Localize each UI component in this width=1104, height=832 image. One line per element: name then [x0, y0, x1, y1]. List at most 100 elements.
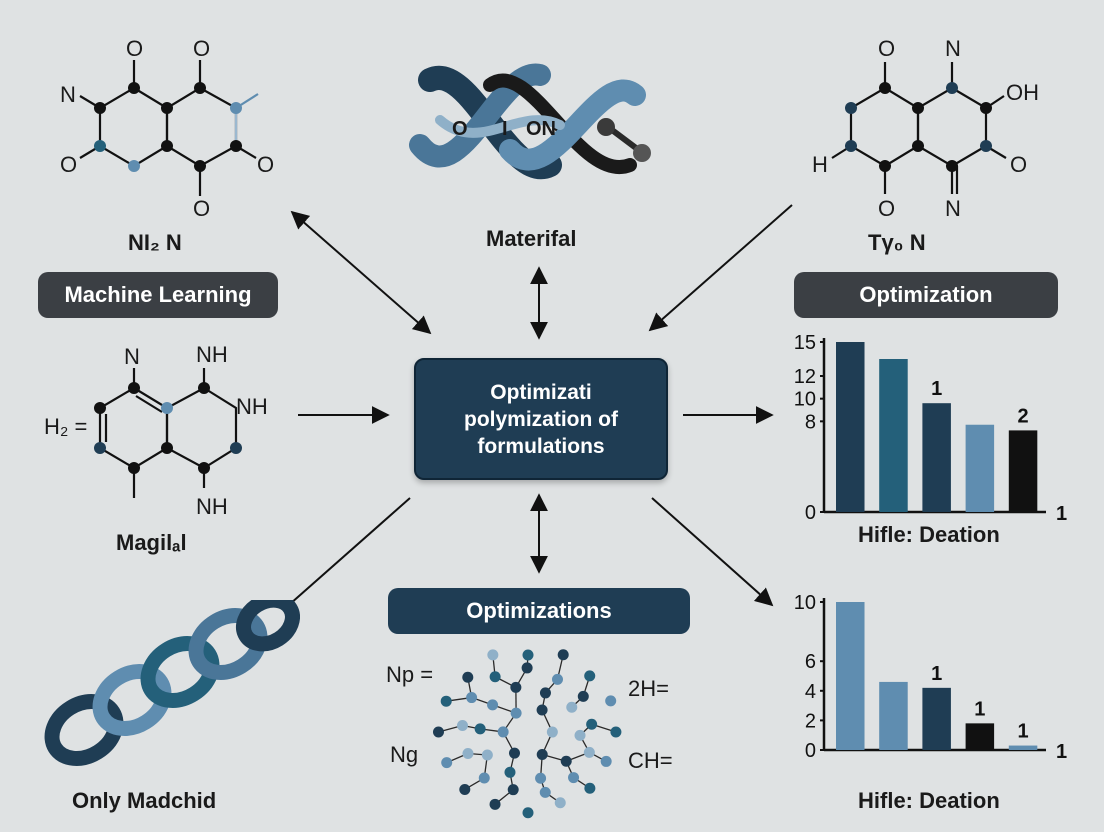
network-atom — [568, 772, 580, 784]
network-atom — [535, 772, 547, 784]
atom-label: O — [878, 36, 896, 61]
bar-data-label: 1 — [1017, 721, 1028, 743]
arrow-top-left — [290, 210, 432, 335]
network-atom — [507, 784, 519, 796]
y-tick-label: 8 — [805, 411, 816, 433]
network-atom — [560, 755, 572, 767]
axis-end-label: 1 — [1056, 741, 1067, 763]
y-tick-label: 15 — [794, 332, 816, 354]
chain-caption: Only Madchid — [72, 788, 217, 813]
axis-end-label: 1 — [1056, 503, 1067, 525]
atom-label: NH — [196, 494, 228, 519]
molecule-name-top-left: NI₂ N — [128, 230, 182, 255]
chain-illustration — [44, 600, 300, 766]
mid-left-molecule — [94, 368, 242, 498]
network-atom — [497, 726, 509, 738]
network-atom — [466, 692, 478, 704]
chart-bottom-xlabel: Hifle: Deation — [858, 788, 1000, 813]
y-tick-label: 6 — [805, 651, 816, 673]
network-atom — [574, 729, 586, 741]
network-atom — [584, 670, 596, 682]
network-atom — [577, 690, 589, 702]
network-atom — [539, 687, 551, 699]
network-atom — [487, 699, 499, 711]
bar-data-label: 1 — [974, 698, 985, 720]
machine-learning-pill: Machine Learning — [38, 272, 278, 318]
center-box-line1: Optimizati — [490, 380, 592, 404]
atom-label: O — [126, 36, 144, 61]
network-atom — [481, 749, 493, 761]
network-atom — [536, 704, 548, 716]
atom-label: O — [1010, 152, 1028, 177]
network-atom — [474, 723, 486, 735]
y-tick-label: 10 — [794, 389, 816, 411]
top-right-molecule — [831, 62, 1007, 194]
molecule-name-top-right: Tγ₀ N — [868, 230, 926, 255]
center-box-line2: polymization of — [464, 407, 618, 431]
helix-caption: Materifal — [486, 226, 577, 251]
helix-label: ON — [526, 118, 556, 140]
atom-label: O — [878, 196, 896, 221]
atom-label: H — [812, 152, 828, 177]
network-atom — [462, 671, 474, 683]
network-atom — [539, 786, 551, 798]
chart-bar — [879, 359, 908, 512]
bar-data-label: 1 — [931, 663, 942, 685]
network-atom — [432, 726, 444, 738]
chart-bar — [965, 723, 995, 750]
network-atom — [610, 726, 622, 738]
network-atom — [478, 772, 490, 784]
network-atom — [522, 649, 534, 661]
network-atom — [551, 673, 563, 685]
optimizations-pill: Optimizations — [388, 588, 690, 634]
y-tick-label: 0 — [805, 740, 816, 762]
helix-label: O — [452, 118, 468, 140]
y-tick-label: 10 — [794, 592, 816, 614]
network-atom — [510, 681, 522, 693]
atom-label: H₂ = — [44, 414, 88, 439]
network-atom — [510, 707, 522, 719]
chart-bar — [965, 424, 995, 512]
bar-data-label: 1 — [931, 378, 942, 400]
arrow-bottom-right — [651, 497, 774, 607]
network-label: Ng — [390, 742, 419, 767]
network-atom — [441, 757, 453, 769]
chart-bar — [922, 403, 951, 512]
network-atom — [487, 649, 499, 661]
chart-bar — [1008, 745, 1038, 750]
y-tick-label: 2 — [805, 710, 816, 732]
network-atom — [508, 747, 520, 759]
network-atom — [504, 766, 516, 778]
chart-bar — [922, 687, 951, 750]
atom-label: N — [945, 196, 961, 221]
bar-data-label: 2 — [1017, 405, 1028, 427]
network-atom — [546, 726, 558, 738]
y-tick-label: 0 — [805, 502, 816, 524]
optimization-pill: Optimization — [794, 272, 1058, 318]
chart-top-xlabel: Hifle: Deation — [858, 522, 1000, 547]
atom-label: NH — [196, 342, 228, 367]
y-tick-label: 12 — [794, 366, 816, 388]
atom-label: N — [60, 82, 76, 107]
network-atom — [440, 695, 452, 707]
network-atom — [522, 807, 534, 819]
atom-label: N — [124, 344, 140, 369]
network-atom — [489, 798, 501, 810]
atom-label: OH — [1006, 80, 1039, 105]
network-atom — [566, 701, 578, 713]
y-tick-label: 4 — [805, 681, 816, 703]
bar-chart-bottom: 0 2 4 6 10 1 1 1 1 — [794, 592, 1067, 763]
chart-bar — [879, 681, 908, 750]
atom-label: O — [193, 36, 211, 61]
network-atom — [521, 662, 533, 674]
network-atom — [584, 782, 596, 794]
central-process-box: Optimizati polymization of formulations — [414, 358, 668, 480]
helix-illustration — [409, 63, 651, 180]
chart-bar — [836, 602, 865, 750]
polymer-network — [432, 649, 622, 819]
top-left-molecule — [79, 60, 259, 196]
arrow-bottom-left — [289, 497, 411, 605]
